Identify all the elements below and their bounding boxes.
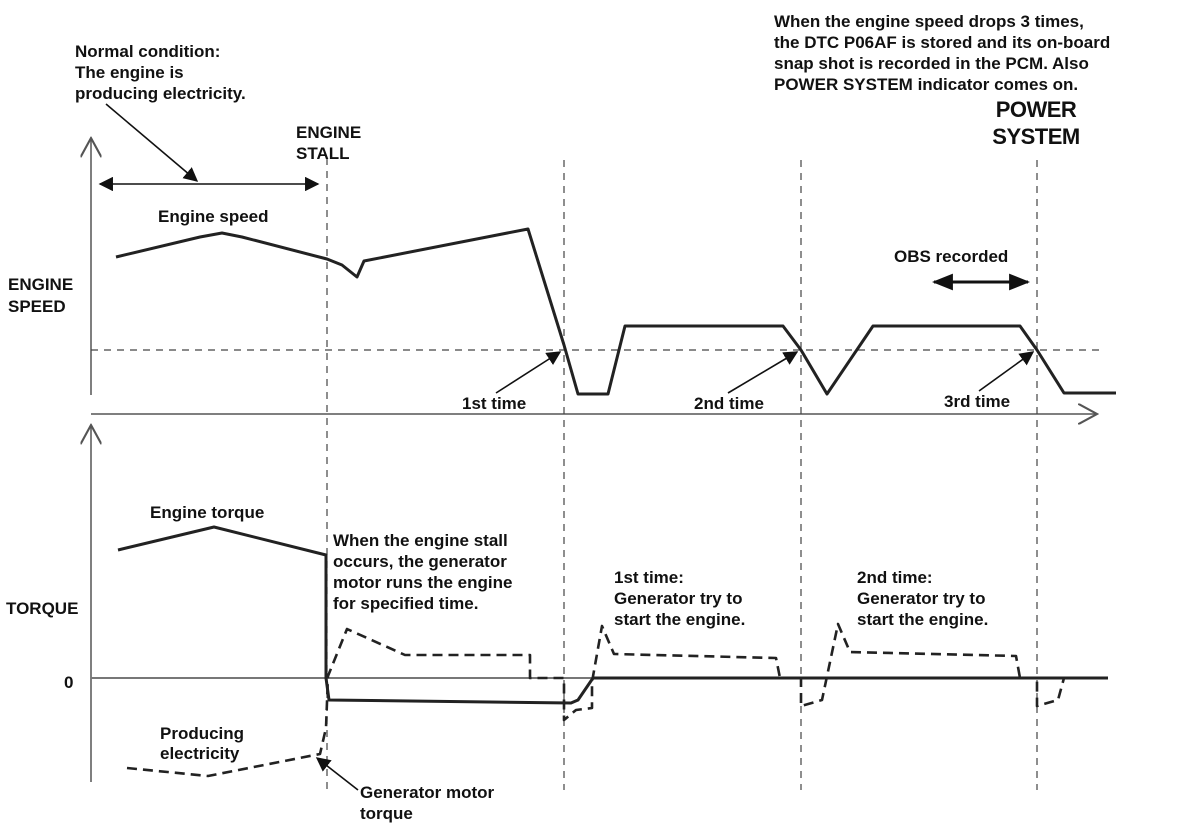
engine-torque-curve-label: Engine torque (150, 503, 264, 522)
engine-speed-curve-label: Engine speed (158, 207, 269, 226)
first-time-label: 1st time (462, 394, 526, 413)
engine-speed-line (115, 227, 1116, 396)
power-system-line-2: SYSTEM (992, 124, 1079, 149)
dtc-note-text: When the engine speed drops 3 times, the… (774, 12, 1115, 94)
generator-try-2-text: 2nd time: Generator try to start the eng… (857, 568, 990, 629)
third-time-pointer (978, 351, 1035, 392)
generator-motor-torque-pointer (315, 757, 359, 791)
engine-torque-line (117, 525, 1108, 705)
torque-zero-tick: 0 (64, 673, 73, 692)
generator-try-1-text: 1st time: Generator try to start the eng… (614, 568, 747, 629)
engine-speed-axis-label-1: ENGINE (8, 275, 73, 294)
normal-condition-text: Normal condition: The engine is producin… (75, 42, 246, 103)
power-system-indicator-icon: POWER SYSTEM (992, 97, 1080, 149)
torque-axis-label: TORQUE (6, 599, 78, 618)
second-time-pointer (727, 351, 799, 394)
stall-note-text: When the engine stall occurs, the genera… (333, 531, 517, 613)
normal-condition-pointer (105, 103, 199, 182)
second-time-label: 2nd time (694, 394, 764, 413)
producing-electricity-text: Producing electricity (160, 724, 249, 763)
generator-motor-torque-line (126, 622, 1066, 778)
third-time-label: 3rd time (944, 392, 1010, 411)
engine-speed-axis-label-2: SPEED (8, 297, 66, 316)
generator-motor-torque-label: Generator motor torque (360, 783, 499, 823)
obs-recorded-label: OBS recorded (894, 247, 1008, 266)
engine-stall-text: ENGINE STALL (296, 123, 366, 163)
first-time-pointer (495, 351, 562, 394)
power-system-line-1: POWER (996, 97, 1077, 122)
